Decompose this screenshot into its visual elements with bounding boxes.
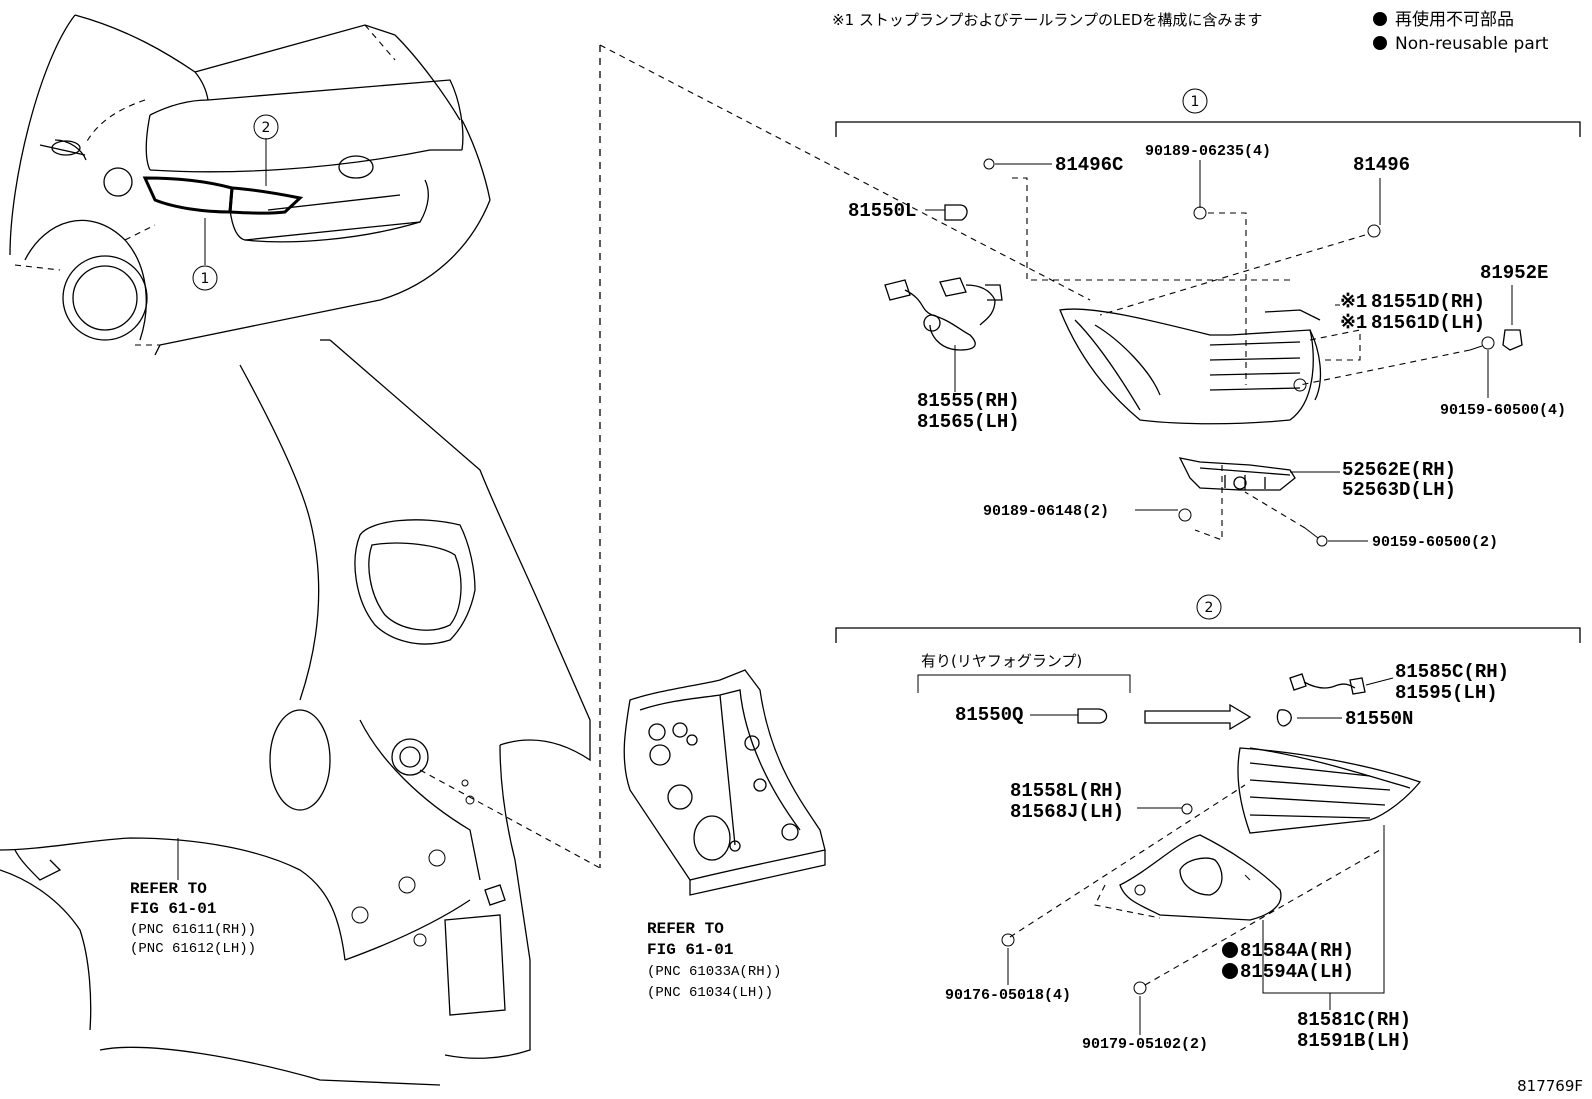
part-90159-60500-4: 90159-60500(4): [1440, 402, 1566, 419]
lamp-cover-illustration: [1119, 834, 1282, 921]
part-81496C: 81496C: [1055, 154, 1123, 176]
clip-icon: [1181, 803, 1193, 815]
leader-line: [1012, 177, 1290, 281]
part-52562E: 52562E(RH): [1342, 459, 1456, 481]
nut-icon: [1001, 933, 1015, 947]
part-81581C: 81581C(RH): [1297, 1009, 1411, 1031]
screw-shaft: [1304, 527, 1319, 539]
clip-icon: [983, 158, 995, 170]
part-81594A: 81594A(LH): [1240, 961, 1354, 983]
bulb-icon: [1077, 708, 1108, 724]
nut-icon: [1133, 981, 1147, 995]
car-rear-illustration: [9, 14, 491, 356]
part-90189-06235: 90189-06235(4): [1145, 143, 1271, 160]
part-81496: 81496: [1353, 154, 1410, 176]
ref2-line1: REFER TO: [647, 920, 724, 938]
inner-panel-illustration: [623, 669, 826, 896]
mark1-lh: ※1: [1340, 312, 1367, 334]
part-81555: 81555(RH): [917, 390, 1020, 412]
group1-bracket: [835, 121, 1581, 137]
group2-bracket: [835, 627, 1581, 643]
quarter-panel-illustration: [0, 45, 601, 1086]
mark1-rh: ※1: [1340, 291, 1367, 313]
non-reusable-bullet-icon: [1222, 942, 1238, 958]
screw-icon: [1178, 508, 1192, 522]
ref2-line2: FIG 61-01: [647, 941, 733, 959]
leader-line: [1009, 784, 1246, 938]
part-90179-05102: 90179-05102(2): [1082, 1036, 1208, 1053]
part-81561D: 81561D(LH): [1371, 312, 1485, 334]
part-81550Q: 81550Q: [955, 704, 1023, 726]
fog-socket-illustration: [1289, 673, 1366, 695]
legend-en: Non-reusable part: [1395, 34, 1549, 54]
leader-line: [1194, 465, 1223, 541]
leader-line: [1099, 234, 1366, 316]
screw-icon: [1316, 535, 1328, 547]
lamp-bracket-illustration: [1178, 457, 1296, 491]
part-81558L: 81558L(RH): [1010, 780, 1124, 802]
fog-bracket: [917, 674, 1131, 693]
leader-line: [1309, 329, 1361, 361]
leader-line: [1299, 349, 1471, 386]
part-81550L: 81550L: [848, 200, 916, 222]
callout-1-label: 1: [201, 271, 210, 287]
leader-line: [1144, 849, 1381, 986]
screw-icon: [1193, 206, 1207, 220]
part-81565: 81565(LH): [917, 411, 1020, 433]
leader-line: [1208, 212, 1247, 385]
part-81585C: 81585C(RH): [1395, 661, 1509, 683]
group1-callout-label: 1: [1191, 94, 1200, 110]
leader-line: [1094, 884, 1161, 919]
screw-icon: [1481, 336, 1495, 350]
part-90176-05018: 90176-05018(4): [945, 987, 1071, 1004]
part-81595: 81595(LH): [1395, 682, 1498, 704]
group2-callout-circle: [1196, 594, 1222, 620]
leader-line: [1365, 677, 1394, 686]
ref2-pnc1: (PNC 61033A(RH)): [647, 964, 781, 980]
part-81952E: 81952E: [1480, 262, 1548, 284]
group2-callout-label: 2: [1205, 600, 1214, 616]
callout-2-label: 2: [262, 120, 271, 136]
bulb-icon: [944, 204, 968, 221]
figure-id: 817769F: [1517, 1077, 1583, 1095]
part-90189-06148: 90189-06148(2): [983, 503, 1109, 520]
leader-line: [419, 769, 601, 869]
part-81591B: 81591B(LH): [1297, 1030, 1411, 1052]
bulb-icon: [1276, 709, 1292, 727]
non-reusable-bullet-icon: [1373, 12, 1387, 26]
leader-line: [599, 44, 1091, 301]
ref1-pnc2: (PNC 61612(LH)): [130, 941, 256, 957]
part-81551D: 81551D(RH): [1371, 291, 1485, 313]
leader-line: [1262, 825, 1385, 994]
ref2-pnc2: (PNC 61034(LH)): [647, 985, 773, 1001]
ref1-line1: REFER TO: [130, 880, 207, 898]
cap-icon: [1502, 329, 1523, 351]
non-reusable-bullet-icon: [1373, 36, 1387, 50]
part-81550N: 81550N: [1345, 708, 1413, 730]
callout-1-circle: [192, 265, 218, 291]
replace-arrow-icon: [1144, 703, 1252, 731]
part-52563D: 52563D(LH): [1342, 479, 1456, 501]
part-81584A: 81584A(RH): [1240, 940, 1354, 962]
clip-icon: [1367, 224, 1381, 238]
rear-combination-lamp-illustration: [1059, 308, 1322, 425]
ref1-pnc1: (PNC 61611(RH)): [130, 922, 256, 938]
leader-line: [1244, 491, 1306, 529]
callout-2-circle: [253, 114, 279, 140]
socket-wire-illustration: [884, 277, 1003, 351]
part-90159-60500-2: 90159-60500(2): [1372, 534, 1498, 551]
screw-shaft: [1469, 345, 1483, 351]
rear-fog-label: 有り(リヤフォグランプ): [921, 652, 1082, 670]
legend-jp: 再使用不可部品: [1395, 9, 1514, 30]
back-door-lamp-illustration: [1237, 747, 1422, 834]
non-reusable-bullet-icon: [1222, 963, 1238, 979]
part-81568J: 81568J(LH): [1010, 801, 1124, 823]
footnote-text: ※1 ストップランプおよびテールランプのLEDを構成に含みます: [832, 11, 1262, 29]
group1-callout-circle: [1182, 88, 1208, 114]
ref1-line2: FIG 61-01: [130, 900, 216, 918]
